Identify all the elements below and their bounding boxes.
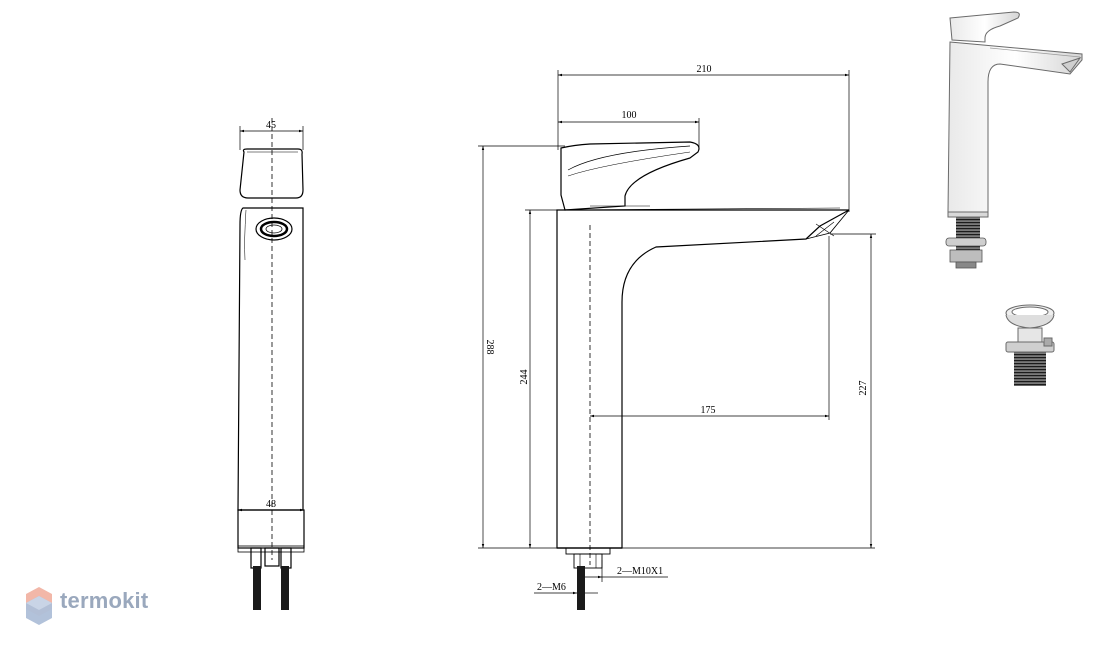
- dim-label-handle-length: 100: [622, 110, 637, 121]
- faucet-mount-nut: [945, 237, 987, 269]
- dim-front-width-top: [239, 126, 304, 150]
- drain-render: [1005, 304, 1055, 353]
- dim-body-height: [525, 209, 560, 548]
- dim-total-height: [478, 145, 875, 549]
- dim-label-hose-thread: 2—M6: [537, 582, 566, 593]
- dim-label-front-width-top: 45: [266, 120, 276, 131]
- faucet-render: [947, 11, 1083, 218]
- dim-spout-height: [830, 233, 876, 548]
- dim-handle-length: [558, 118, 700, 150]
- dim-stud-thread: [585, 560, 668, 582]
- dim-label-spout-height: 227: [858, 381, 869, 396]
- dim-overall-length: [557, 70, 850, 212]
- dim-label-front-width-base: 48: [266, 499, 276, 510]
- side-hose: [577, 566, 585, 610]
- dim-label-stud-thread: 2—M10X1: [617, 566, 663, 577]
- dim-label-total-height: 288: [484, 340, 495, 355]
- drain-thread: [1014, 352, 1046, 386]
- dim-label-overall-length: 210: [697, 64, 712, 75]
- hose-right: [281, 566, 289, 610]
- side-view: [556, 141, 850, 569]
- termokit-logo-icon: [26, 587, 52, 625]
- dim-label-body-height: 244: [519, 370, 530, 385]
- hose-left: [253, 566, 261, 610]
- brand-name: termokit: [60, 588, 149, 613]
- dim-label-spout-reach: 175: [701, 405, 716, 416]
- dim-spout-reach: [590, 236, 830, 420]
